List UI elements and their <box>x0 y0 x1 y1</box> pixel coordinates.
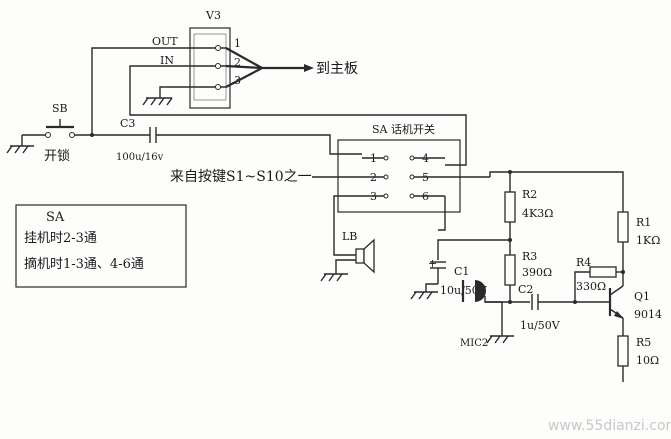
mic-label: MIC2 <box>460 338 488 349</box>
ground-symbol-v3 <box>142 97 173 106</box>
switch-sb: SB 开锁 <box>22 102 150 164</box>
wire-sa6 <box>438 196 446 231</box>
q1-label: Q1 <box>634 290 650 303</box>
ground-symbol-sb <box>6 135 34 154</box>
resistor-r4: R4 330Ω <box>573 256 625 304</box>
wire-sa3-lb <box>333 195 356 256</box>
speaker-lb: LB <box>335 230 375 274</box>
v3-in-label: IN <box>160 54 174 67</box>
capacitor-c3: C3 100u/16v <box>116 117 164 163</box>
wire-mic-gnd <box>485 301 503 336</box>
r5-label: R5 <box>636 336 651 349</box>
r3-value: 390Ω <box>522 266 552 279</box>
wire-v3-gnd <box>159 86 178 98</box>
speaker-icon <box>363 238 375 274</box>
r4-label: R4 <box>576 256 591 269</box>
v3-inner <box>193 33 227 101</box>
c1-label: C1 <box>454 265 469 278</box>
legend-box: SA 挂机时2-3通 摘机时1-3通、4-6通 <box>15 204 187 288</box>
r3-label: R3 <box>522 250 537 263</box>
c2-label: C2 <box>518 283 533 296</box>
to-mainboard-label: 到主板 <box>316 61 358 77</box>
r2-label: R2 <box>522 188 537 201</box>
r1-value: 1KΩ <box>636 234 660 247</box>
sb-label: SB <box>52 102 68 115</box>
ground-symbol-c1 <box>410 291 438 300</box>
capacitor-c2: C2 1u/50V <box>518 283 561 332</box>
r1-label: R1 <box>636 216 651 229</box>
resistor-r2: R2 4K3Ω <box>504 170 553 240</box>
keys-source-label: 来自按键S1~S10之一 <box>170 169 312 185</box>
v3-body <box>189 27 231 109</box>
c1-polarity: + <box>428 257 437 270</box>
wire-c1-gnd <box>425 283 438 292</box>
c3-value: 100u/16v <box>116 152 164 163</box>
sa-label: SA 话机开关 <box>372 122 435 136</box>
wire-in <box>129 65 467 166</box>
c3-label: C3 <box>120 117 135 130</box>
resistor-r3: R3 390Ω <box>504 240 552 302</box>
switch-sa: SA 话机开关 1 2 3 4 5 6 <box>337 122 490 213</box>
wire-out <box>91 47 182 135</box>
resistor-r1: R1 1KΩ <box>617 211 660 286</box>
r2-value: 4K3Ω <box>522 207 553 220</box>
sb-caption: 开锁 <box>44 148 70 164</box>
v3-label: V3 <box>205 9 221 22</box>
wire-r2-c1 <box>437 239 510 260</box>
legend-line-1: 挂机时2-3通 <box>24 231 97 246</box>
transistor-q1: Q1 9014 <box>608 285 662 321</box>
v3-pin-1: 1 <box>234 37 241 50</box>
ground-symbol-lb <box>320 273 348 282</box>
v3-pin-2: 2 <box>234 56 241 69</box>
c2-value: 1u/50V <box>520 319 561 332</box>
legend-title: SA <box>46 210 65 225</box>
arrow-right-icon <box>304 64 314 72</box>
microphone-mic2: MIC2 <box>460 280 510 349</box>
r4-value: 330Ω <box>576 280 606 293</box>
watermark: www.55dianzi.com <box>548 418 671 434</box>
resistor-r5: R5 10Ω <box>617 318 659 382</box>
r5-value: 10Ω <box>636 354 659 367</box>
connector-v3: V3 1 2 3 OUT IN 到主板 <box>152 9 358 109</box>
microphone-icon <box>475 280 486 302</box>
q1-value: 9014 <box>634 308 662 321</box>
v3-out-label: OUT <box>152 35 178 48</box>
wire-top-rail <box>489 171 624 212</box>
sa-body <box>337 139 461 213</box>
lb-label: LB <box>342 230 357 243</box>
ground-symbol-mic <box>486 335 514 344</box>
legend-line-2: 摘机时1-3通、4-6通 <box>24 256 144 272</box>
wire-c3-sa1 <box>156 134 362 155</box>
